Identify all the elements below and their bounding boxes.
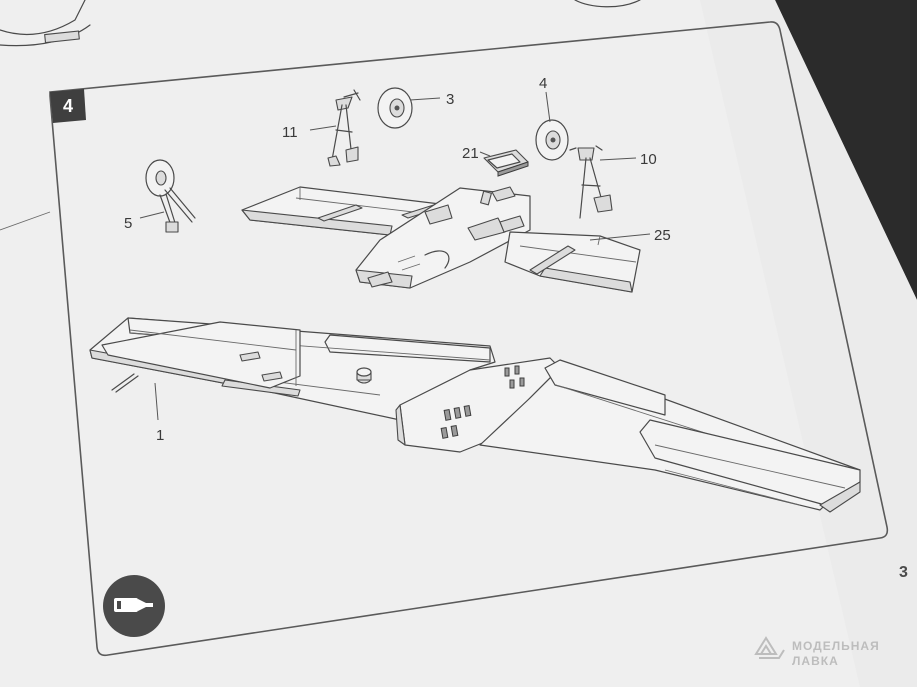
- wheel-part-4: [535, 119, 569, 161]
- glue-tube-icon: [103, 575, 165, 637]
- page-number: 3: [899, 564, 908, 581]
- landing-gear-strut-10: [569, 145, 613, 219]
- lower-wing-part: [89, 317, 861, 513]
- callout-part-4: 4: [539, 75, 547, 92]
- previous-step-fragment: [0, 0, 641, 231]
- step-frame: [49, 21, 889, 657]
- step-number-badge: 4: [50, 89, 86, 123]
- watermark-logo-icon: [754, 636, 785, 659]
- callout-part-10: 10: [640, 151, 657, 168]
- callout-part-11: 11: [282, 124, 298, 141]
- landing-gear-strut-11: [327, 89, 361, 167]
- paper-shade: [700, 0, 917, 687]
- step-number: 4: [63, 96, 73, 116]
- small-part-21: [483, 149, 529, 177]
- callout-part-1: 1: [156, 427, 164, 444]
- watermark-line-1: МОДЕЛЬНАЯ: [792, 639, 880, 653]
- callout-part-3: 3: [446, 91, 454, 108]
- upper-wing-assembly: [241, 186, 641, 293]
- callout-leaders: [139, 91, 651, 421]
- wheel-part-3: [377, 87, 413, 129]
- callout-part-25: 25: [654, 227, 671, 244]
- watermark-line-2: ЛАВКА: [792, 654, 839, 668]
- callout-part-5: 5: [124, 215, 132, 232]
- wheel-strut-part-5: [145, 159, 196, 233]
- callout-part-21: 21: [462, 145, 479, 162]
- watermark: МОДЕЛЬНАЯ ЛАВКА: [754, 636, 880, 668]
